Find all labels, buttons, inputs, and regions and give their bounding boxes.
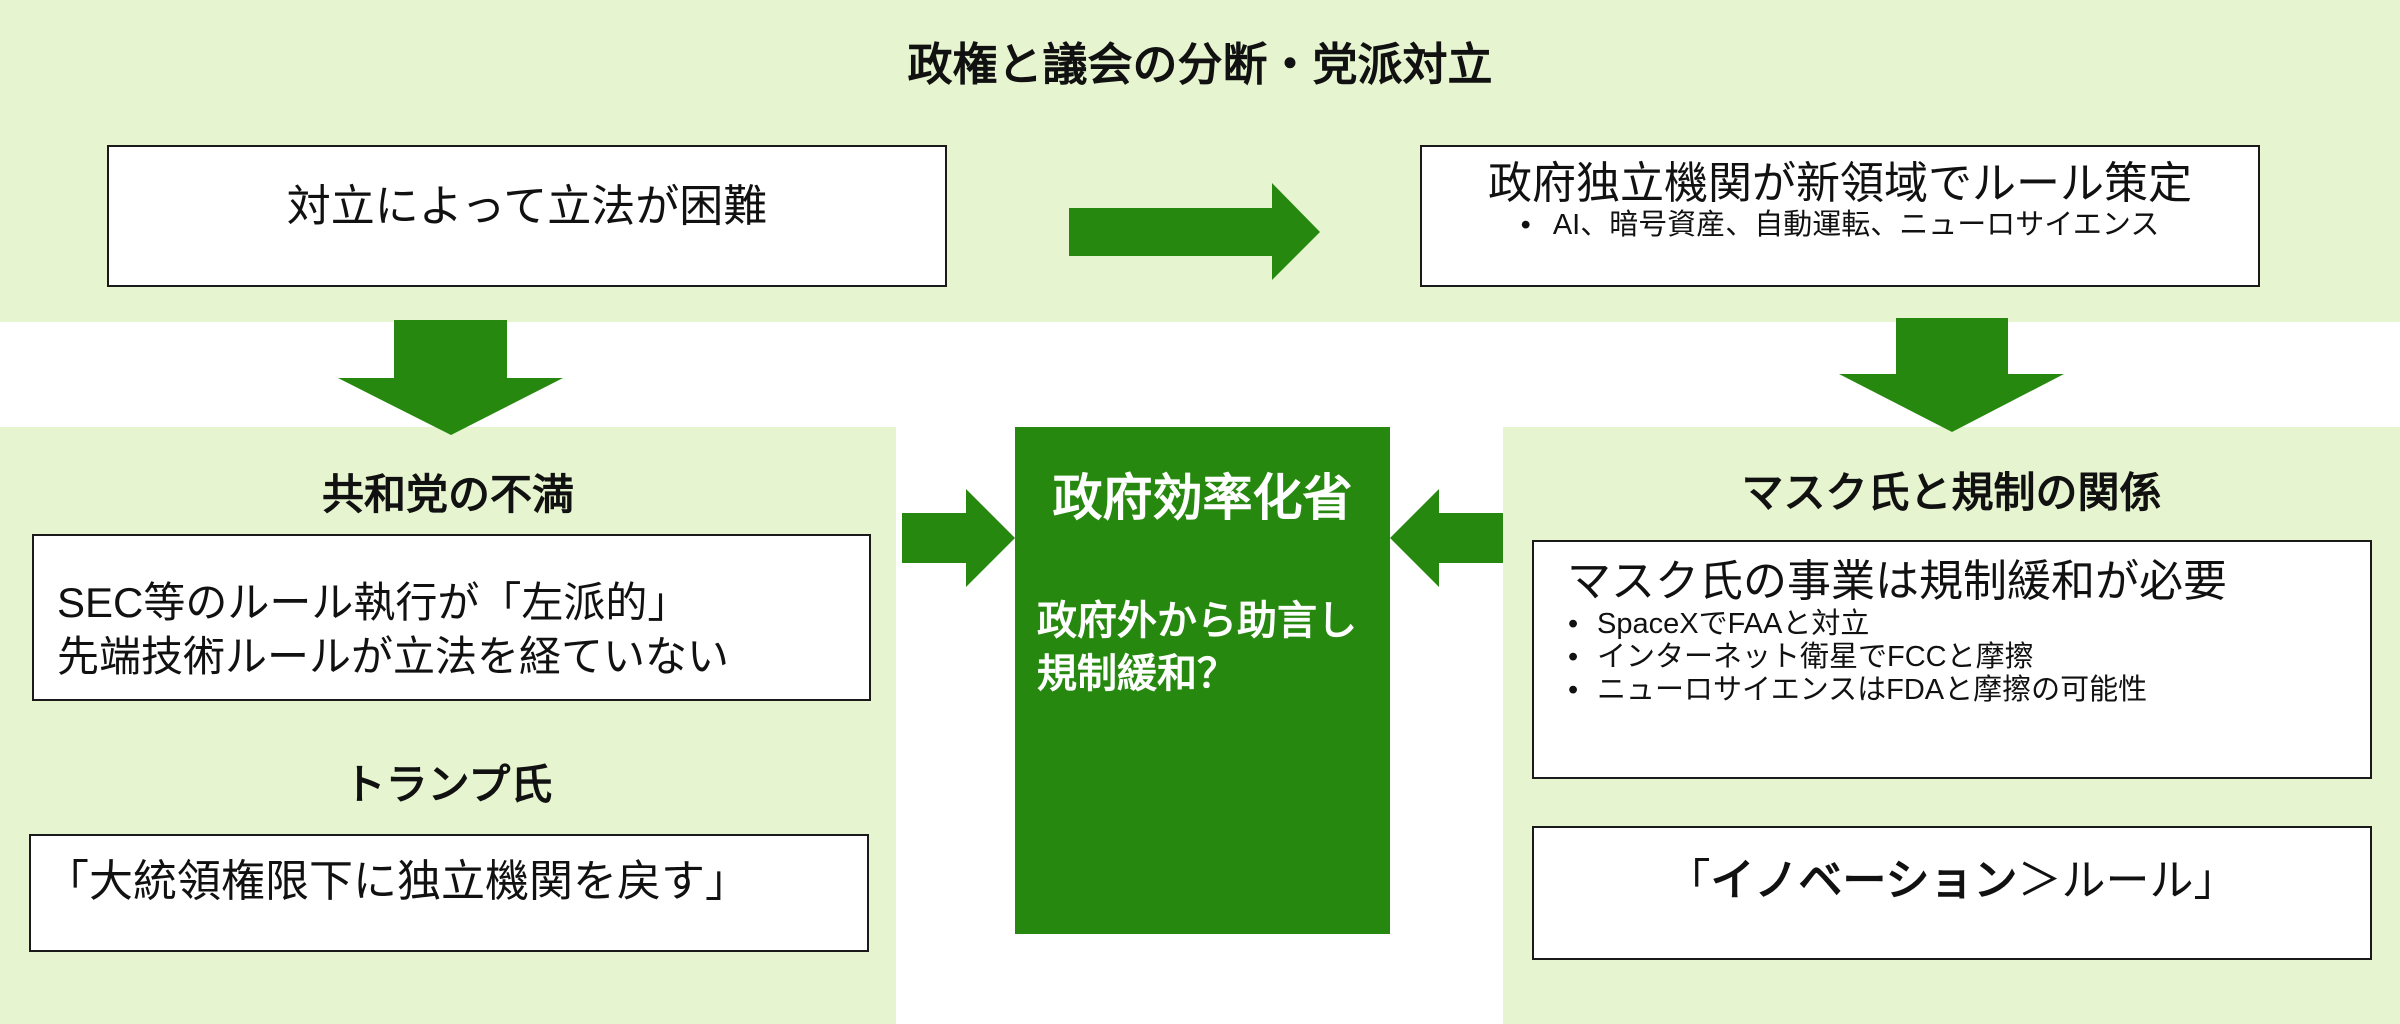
doge-subtitle-line: 規制緩和？ [1037, 652, 1237, 696]
quote-open-bracket: 「 [1666, 856, 1711, 905]
list-item: インターネット衛星でFCCと摩擦 [1534, 641, 2370, 674]
page-title: 政権と議会の分断・党派対立 [907, 39, 1493, 90]
arrow-down-right-icon [1839, 318, 2064, 432]
independent-agencies-box: 政府独立機関が新領域でルール策定 AI、暗号資産、自動運転、ニューロサイエンス [1420, 145, 2260, 287]
independent-agencies-bullet: AI、暗号資産、自動運転、ニューロサイエンス [1422, 209, 2258, 241]
musk-business-box: マスク氏の事業は規制緩和が必要 SpaceXでFAAと対立 インターネット衛星で… [1532, 540, 2372, 779]
discontent-line: 先端技術ルールが立法を経ていない [57, 633, 730, 680]
republican-discontent-heading: 共和党の不満 [321, 471, 574, 518]
arrow-down-left-icon [338, 320, 563, 435]
doge-subtitle-line: 政府外から助言し [1037, 599, 1357, 643]
trump-heading: トランプ氏 [343, 761, 553, 808]
discontent-line: SEC等のルール執行が「左派的」 [57, 579, 690, 626]
trump-quote-text: 「大統領権限下に独立機関を戻す」 [45, 857, 749, 906]
bullet-text: AI、暗号資産、自動運転、ニューロサイエンス [1552, 209, 2160, 241]
trump-quote-box: 「大統領権限下に独立機関を戻す」 [29, 834, 869, 952]
innovation-over-rules-box: 「イノベーション＞ルール」 [1532, 826, 2372, 960]
independent-agencies-heading: 政府独立機関が新領域でルール策定 [1488, 159, 2192, 208]
musk-business-heading: マスク氏の事業は規制緩和が必要 [1567, 557, 2227, 606]
doge-subtitle: 政府外から助言し 規制緩和？ [1037, 595, 1357, 701]
doge-title: 政府効率化省 [1052, 470, 1353, 526]
arrow-into-center-from-left-icon [902, 489, 1015, 587]
quote-rest: ＞ルール」 [2017, 856, 2238, 905]
republican-discontent-box: SEC等のルール執行が「左派的」 先端技術ルールが立法を経ていない [32, 534, 871, 701]
legislation-difficulty-text: 対立によって立法が困難 [286, 182, 768, 231]
arrow-into-center-from-right-icon [1390, 489, 1503, 587]
legislation-difficulty-box: 対立によって立法が困難 [107, 145, 947, 287]
musk-regulation-heading: マスク氏と規制の関係 [1741, 469, 2162, 516]
list-item: ニューロサイエンスはFDAと摩擦の可能性 [1534, 674, 2370, 707]
musk-business-bullets: SpaceXでFAAと対立 インターネット衛星でFCCと摩擦 ニューロサイエンス… [1534, 608, 2370, 707]
doge-box: 政府効率化省 政府外から助言し 規制緩和？ [1015, 427, 1390, 934]
list-item: SpaceXでFAAと対立 [1534, 608, 2370, 641]
innovation-emphasis: イノベーション [1710, 856, 2018, 905]
